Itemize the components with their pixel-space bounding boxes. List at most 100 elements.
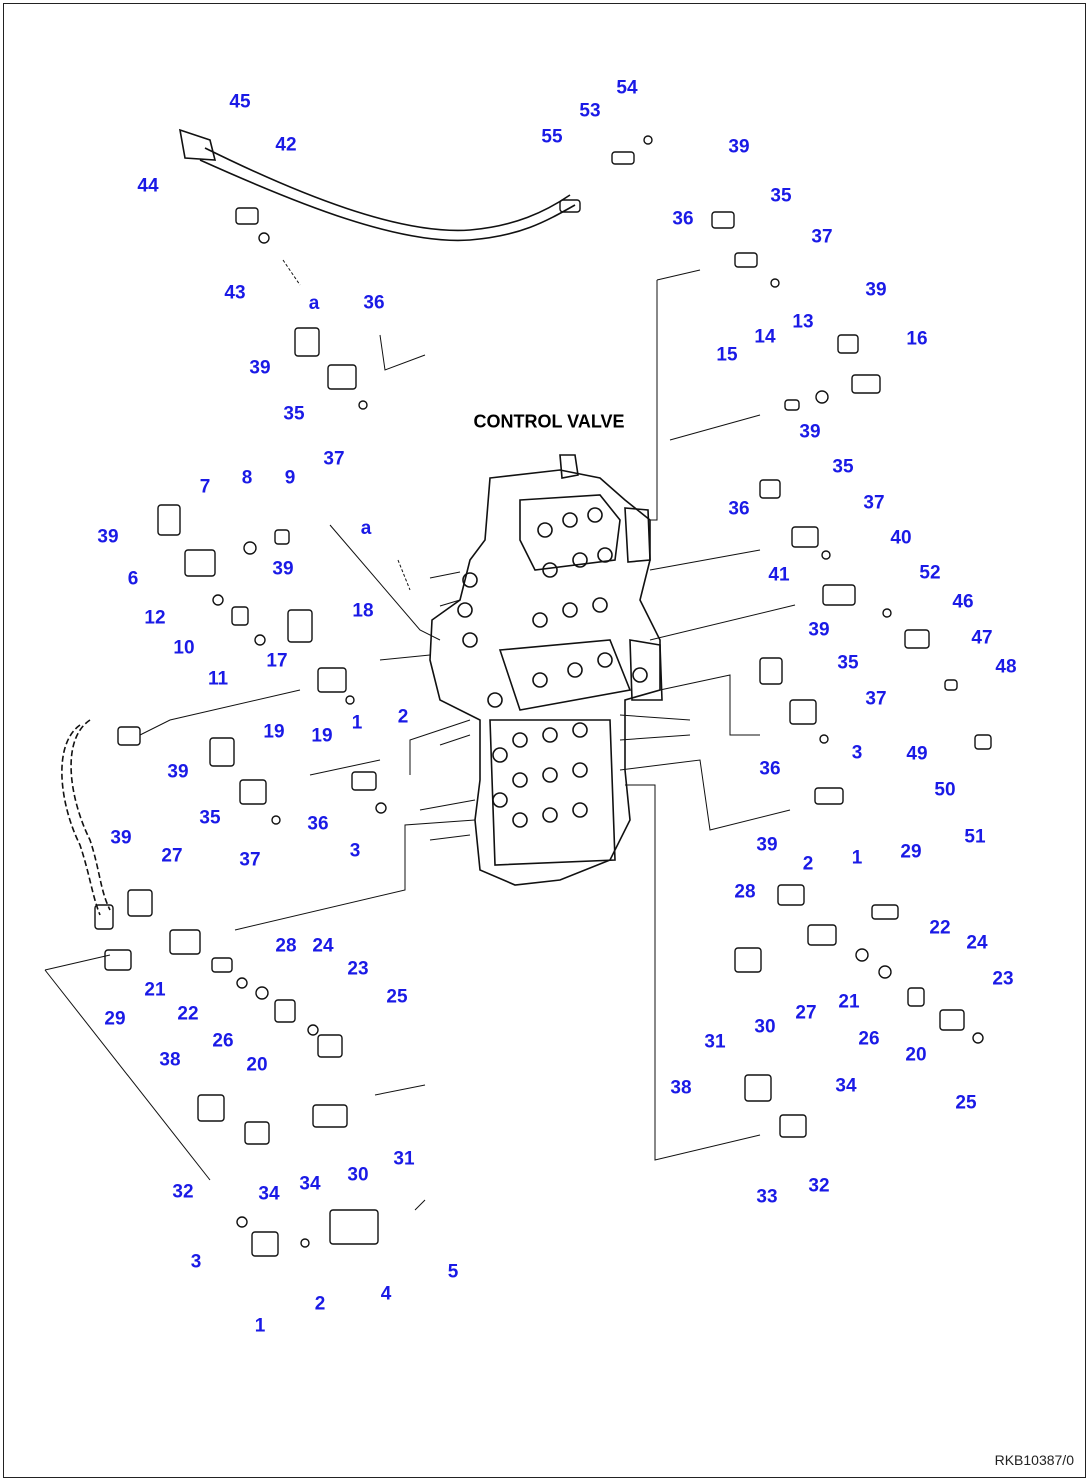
- marker-a-valve: a: [360, 518, 372, 539]
- fitting-glyph: [244, 1121, 270, 1145]
- fitting-glyph: [258, 232, 270, 244]
- callout-18: 18: [352, 600, 374, 622]
- marker-a-top: a: [308, 293, 320, 314]
- fitting-glyph: [117, 726, 141, 746]
- callout-31: 31: [704, 1031, 726, 1053]
- callout-2: 2: [802, 853, 814, 875]
- fitting-glyph: [944, 679, 958, 691]
- fitting-glyph: [851, 374, 881, 394]
- callout-22: 22: [929, 917, 951, 939]
- callout-21: 21: [838, 991, 860, 1013]
- valve-port: [632, 667, 648, 683]
- fitting-glyph: [734, 252, 758, 268]
- callout-26: 26: [858, 1028, 880, 1050]
- callout-39: 39: [728, 136, 750, 158]
- fitting-glyph: [974, 734, 992, 750]
- fitting-glyph: [807, 924, 837, 946]
- valve-port: [597, 547, 613, 563]
- fitting-glyph: [294, 327, 320, 357]
- fitting-glyph: [351, 771, 377, 791]
- fitting-glyph: [907, 987, 925, 1007]
- fitting-glyph: [819, 734, 829, 744]
- callout-2: 2: [314, 1293, 326, 1315]
- fitting-glyph: [821, 550, 831, 560]
- callout-17: 17: [266, 650, 288, 672]
- valve-port: [562, 602, 578, 618]
- callout-55: 55: [541, 126, 563, 148]
- callout-37: 37: [863, 492, 885, 514]
- fitting-glyph: [837, 334, 859, 354]
- callout-1: 1: [254, 1315, 266, 1337]
- fitting-glyph: [274, 529, 290, 545]
- callout-41: 41: [768, 564, 790, 586]
- callout-38: 38: [670, 1077, 692, 1099]
- fitting-glyph: [855, 948, 869, 962]
- callout-39: 39: [272, 558, 294, 580]
- fitting-glyph: [822, 584, 856, 606]
- callout-42: 42: [275, 134, 297, 156]
- callout-4: 4: [380, 1283, 392, 1305]
- fitting-glyph: [236, 1216, 248, 1228]
- callout-1: 1: [851, 847, 863, 869]
- top-hose: [178, 128, 576, 242]
- leader-lines: [44, 259, 796, 1211]
- fitting-glyph: [375, 802, 387, 814]
- callout-54: 54: [616, 77, 638, 99]
- callout-31: 31: [393, 1148, 415, 1170]
- fitting-glyph: [711, 211, 735, 229]
- fitting-glyph: [939, 1009, 965, 1031]
- callout-24: 24: [966, 932, 988, 954]
- callout-15: 15: [716, 344, 738, 366]
- callout-20: 20: [905, 1044, 927, 1066]
- control-valve-label: CONTROL VALVE: [473, 411, 625, 432]
- callout-36: 36: [759, 758, 781, 780]
- fitting-glyph: [317, 1034, 343, 1058]
- callout-48: 48: [995, 656, 1017, 678]
- fitting-glyph: [312, 1104, 348, 1128]
- callout-35: 35: [199, 807, 221, 829]
- callout-32: 32: [172, 1181, 194, 1203]
- valve-ports: [457, 507, 648, 828]
- callout-39: 39: [167, 761, 189, 783]
- valve-port: [532, 672, 548, 688]
- callout-12: 12: [144, 607, 166, 629]
- fitting-glyph: [779, 1114, 807, 1138]
- callout-40: 40: [890, 527, 912, 549]
- callout-3: 3: [190, 1251, 202, 1273]
- fitting-glyph: [157, 504, 181, 536]
- callout-3: 3: [349, 840, 361, 862]
- callout-14: 14: [754, 326, 776, 348]
- callout-35: 35: [283, 403, 305, 425]
- valve-port: [572, 762, 588, 778]
- callout-49: 49: [906, 743, 928, 765]
- fitting-glyph: [307, 1024, 319, 1036]
- callout-39: 39: [110, 827, 132, 849]
- valve-port: [492, 747, 508, 763]
- fitting-glyph: [94, 904, 114, 930]
- valve-port: [542, 807, 558, 823]
- fitting-glyph: [345, 695, 355, 705]
- valve-port: [492, 792, 508, 808]
- valve-port: [512, 732, 528, 748]
- callout-16: 16: [906, 328, 928, 350]
- fitting-glyph: [791, 526, 819, 548]
- callout-2: 2: [397, 706, 409, 728]
- valve-port: [542, 727, 558, 743]
- callout-19: 19: [311, 725, 333, 747]
- fitting-glyph: [184, 549, 216, 577]
- fitting-glyph: [287, 609, 313, 643]
- fitting-glyph: [169, 929, 201, 955]
- valve-port: [572, 722, 588, 738]
- callout-39: 39: [799, 421, 821, 443]
- valve-port: [592, 597, 608, 613]
- callout-28: 28: [275, 935, 297, 957]
- fitting-glyph: [882, 608, 892, 618]
- callout-50: 50: [934, 779, 956, 801]
- callout-39: 39: [97, 526, 119, 548]
- callout-26: 26: [212, 1030, 234, 1052]
- fitting-glyph: [904, 629, 930, 649]
- fitting-glyph: [243, 541, 257, 555]
- callout-23: 23: [992, 968, 1014, 990]
- callout-28: 28: [734, 881, 756, 903]
